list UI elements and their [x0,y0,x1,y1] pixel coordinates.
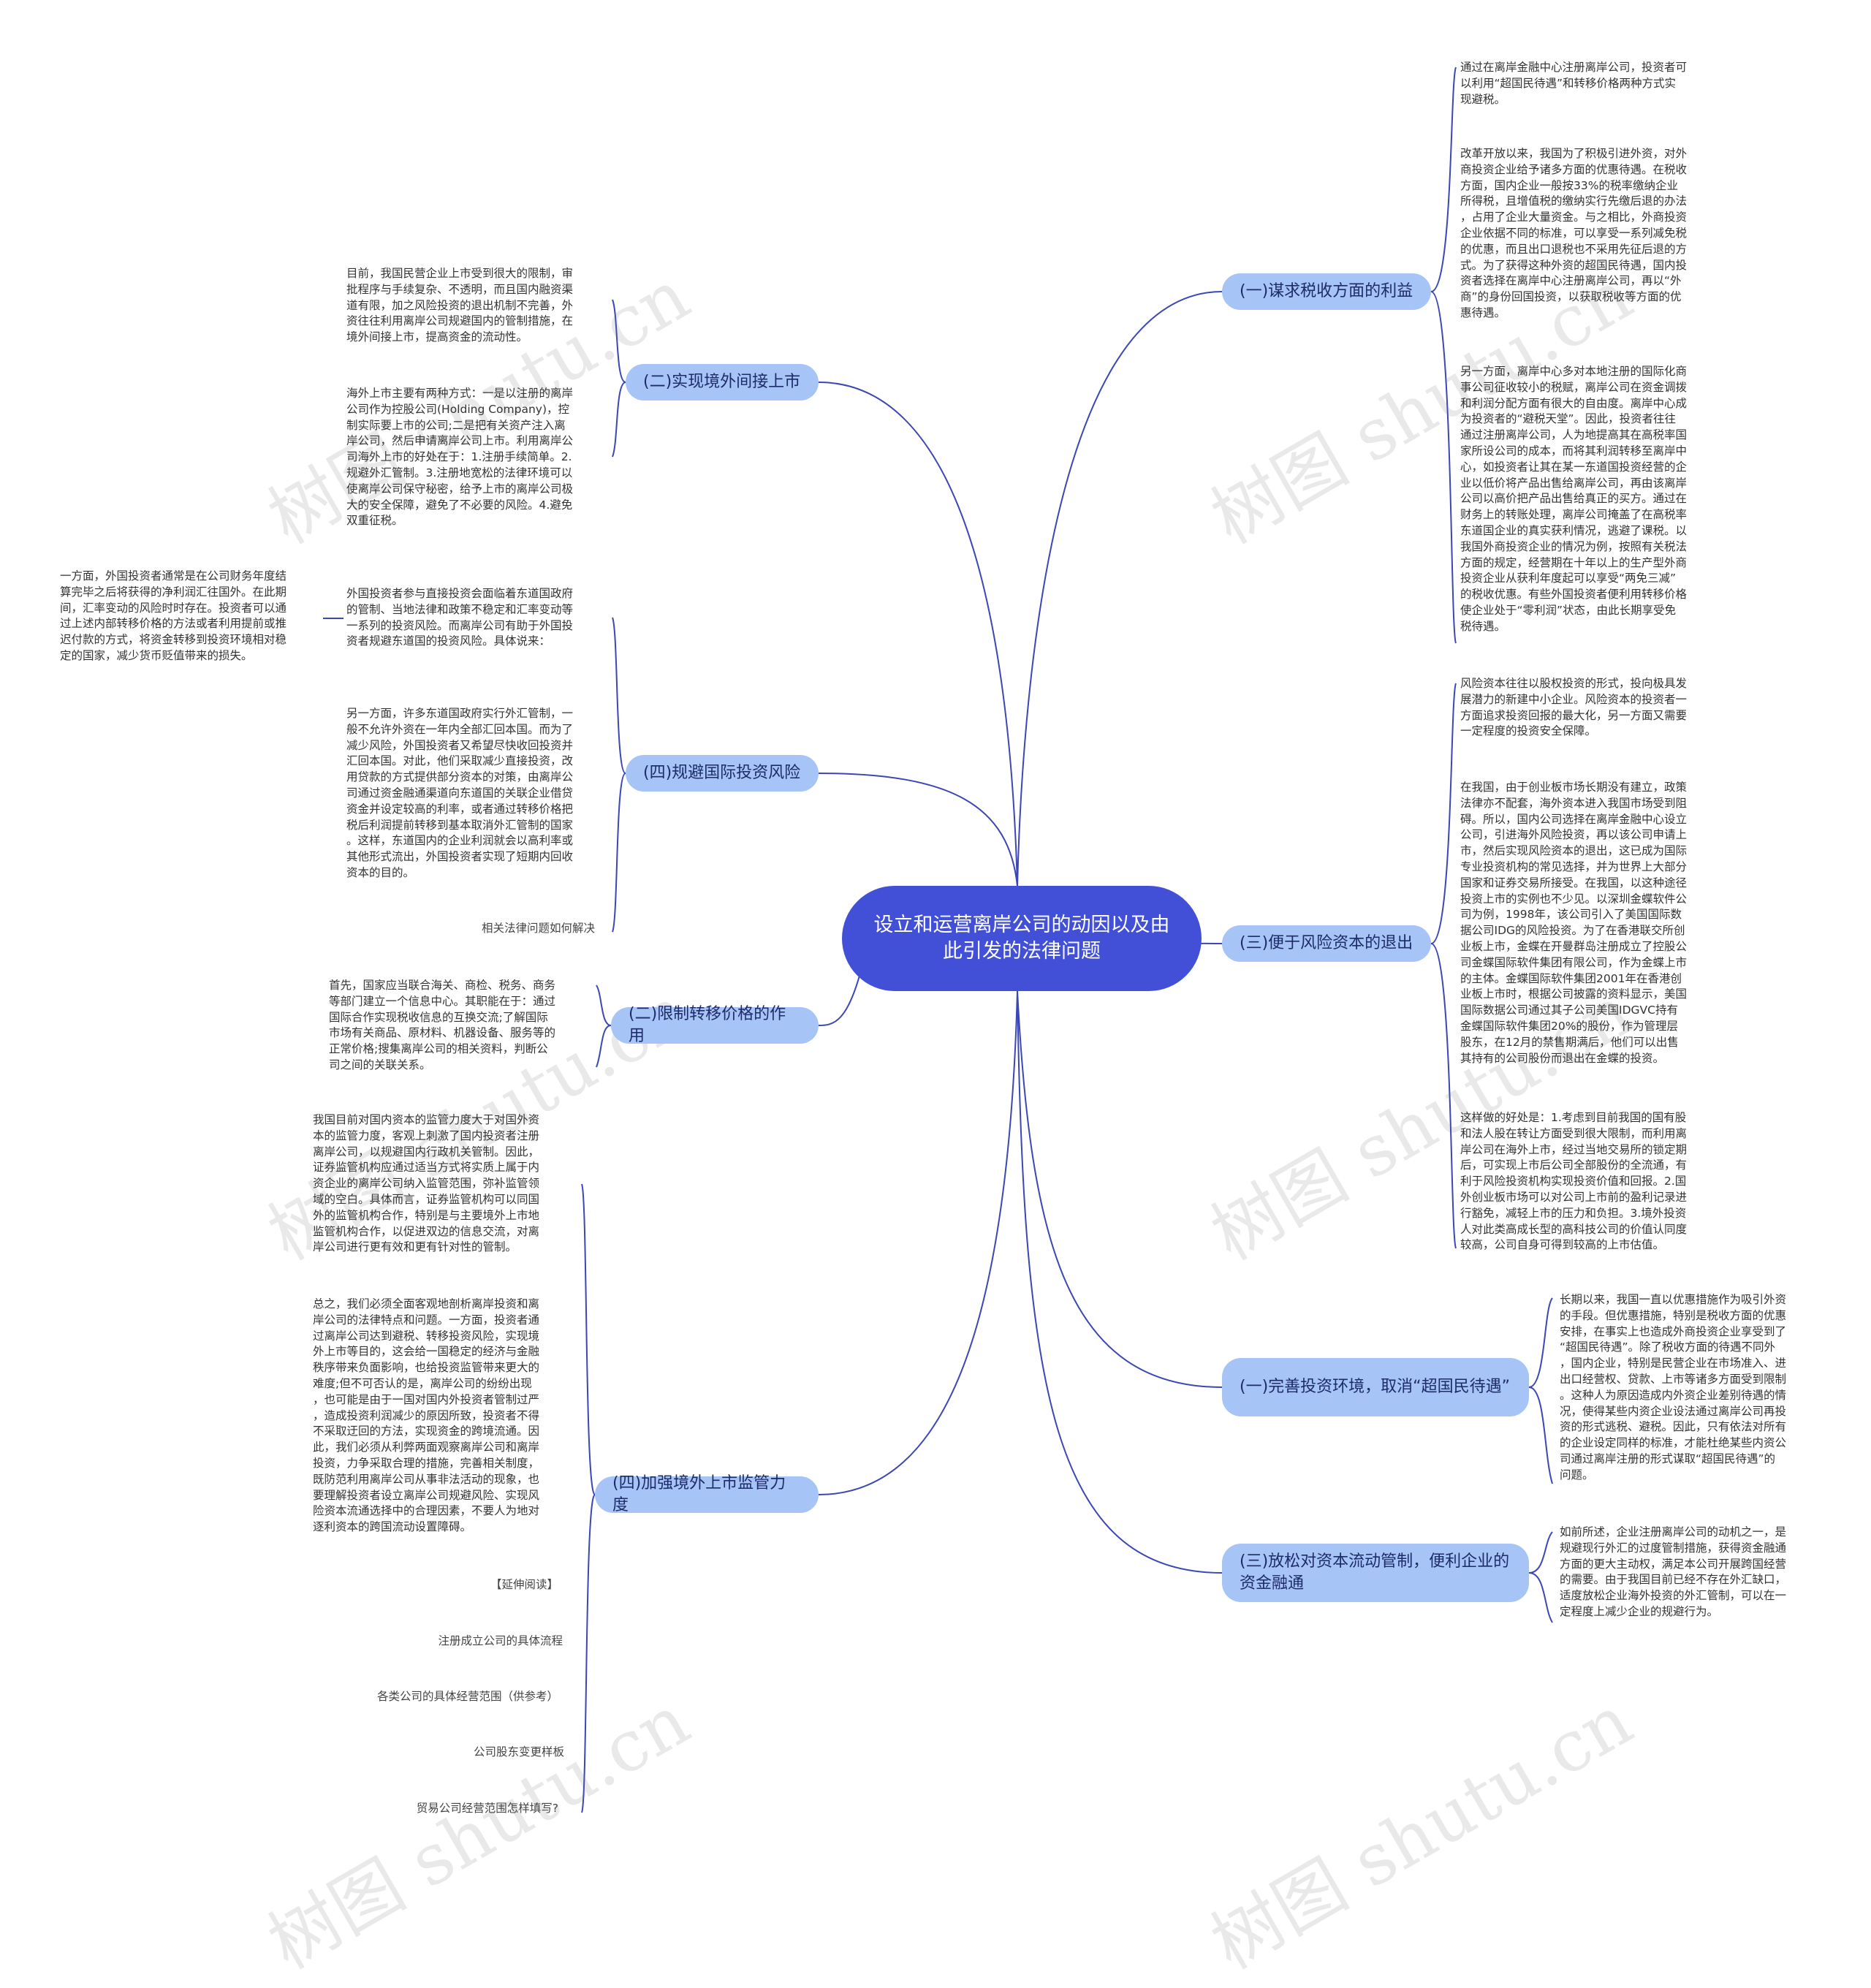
branch-connector [1017,291,1223,887]
leaf-text: 我国目前对国内资本的监管力度大于对国外资 本的监管力度，客观上刺激了国内投资者注… [313,1113,540,1254]
leaf-text: 目前，我国民营企业上市受到很大的限制，审 批程序与手续复杂、不透明，而且国内融资… [346,267,574,344]
leaf-bracket [1528,1386,1553,1484]
leaf-bracket [581,1494,596,1813]
leaf-bracket [581,1183,596,1495]
leaf-text: 另一方面，离岸中心多对本地注册的国际化商 事公司征收较小的税赋，离岸公司在资金调… [1460,365,1688,633]
leaf-bracket [612,382,626,458]
leaf-bracket [596,984,612,1026]
leaf-text: 一方面，外国投资者通常是在公司财务年度结 算完毕之后将获得的净利润汇往国外。在此… [60,569,287,662]
leaf-text: 如前所述，企业注册离岸公司的动机之一，是 规避现行外汇的过度管制措施，获得资金融… [1560,1525,1787,1618]
related-link[interactable]: 各类公司的具体经营范围（供参考） [376,1690,558,1703]
branch-venture-exit[interactable]: (三)便于风险资本的退出 [1222,925,1431,962]
connector-lines [323,67,1553,1813]
leaf-text: 长期以来，我国一直以优惠措施作为吸引外资 的手段。但优惠措施，特别是税收方面的优… [1560,1293,1787,1481]
leaf-text: 改革开放以来，我国为了积极引进外资，对外 商投资企业给予诸多方面的优惠待遇。在税… [1460,147,1688,319]
branch-investment-risk[interactable]: (四)规避国际投资风险 [626,755,819,792]
branch-connector [1017,990,1223,1388]
branch-connector [818,964,863,1026]
related-link[interactable]: 【延伸阅读】 [490,1578,558,1591]
related-link[interactable]: 注册成立公司的具体流程 [438,1634,563,1647]
leaf-bracket [1528,1572,1553,1623]
leaf-text: 在我国，由于创业板市场长期没有建立，政策 法律亦不配套，海外资本进入我国市场受到… [1460,781,1688,1065]
branch-improve-environment[interactable]: (一)完善投资环境，取消“超国民待遇” [1222,1358,1529,1416]
related-link[interactable]: 相关法律问题如何解决 [481,922,595,935]
leaf-bracket [1430,291,1457,644]
branch-connector [1017,990,1223,1574]
leaf-text: 外国投资者参与直接投资会面临着东道国政府 的管制、当地法律和政策不稳定和汇率变动… [346,587,574,648]
leaf-bracket [1430,943,1457,1249]
leaf-bracket [1430,683,1457,944]
leaf-text: 海外上市主要有两种方式：一是以注册的离岸 公司作为控股公司(Holding Co… [346,387,574,528]
leaf-bracket [612,617,626,774]
related-link[interactable]: 公司股东变更样板 [473,1745,564,1759]
branch-connector [818,382,1018,887]
branch-capital-flow[interactable]: (三)放松对资本流动管制，便利企业的资金融通 [1222,1544,1529,1602]
leaf-text: 总之，我们必须全面客观地剖析离岸投资和离 岸公司的法律特点和问题。一方面，投资者… [313,1297,540,1534]
leaf-bracket [1430,67,1457,292]
leaf-text: 这样做的好处是：1.考虑到目前我国的国有股 和法人股在转让方面受到很大限制，而利… [1460,1111,1688,1252]
leaf-bracket [612,773,626,933]
leaf-text: 风险资本往往以股权投资的形式，投向极具发 展潜力的新建中小企业。风险资本的投资者… [1460,677,1688,738]
branch-overseas-listing[interactable]: (二)实现境外间接上市 [626,364,819,401]
branch-connector [818,990,1018,1495]
leaf-bracket [1528,1297,1553,1388]
leaf-bracket [612,299,626,383]
leaf-bracket [596,1025,612,1068]
leaf-text: 另一方面，许多东道国政府实行外汇管制，一 般不允许外资在一年内全部汇回本国。而为… [346,707,574,879]
branch-listing-supervision[interactable]: (四)加强境外上市监管力度 [595,1474,819,1514]
branch-tax-benefits[interactable]: (一)谋求税收方面的利益 [1222,273,1431,310]
central-topic[interactable]: 设立和运营离岸公司的动因以及由此引发的法律问题 [842,886,1202,991]
branch-transfer-pricing[interactable]: (二)限制转移价格的作用 [611,1005,819,1045]
leaf-text: 通过在离岸金融中心注册离岸公司，投资者可 以利用“超国民待遇”和转移价格两种方式… [1460,61,1688,106]
leaf-bracket [1528,1531,1553,1574]
leaf-text: 首先，国家应当联合海关、商检、税务、商务 等部门建立一个信息中心。其职能在于：通… [329,979,556,1071]
related-link[interactable]: 贸易公司经营范围怎样填写? [416,1802,558,1815]
branch-connector [818,773,1018,887]
